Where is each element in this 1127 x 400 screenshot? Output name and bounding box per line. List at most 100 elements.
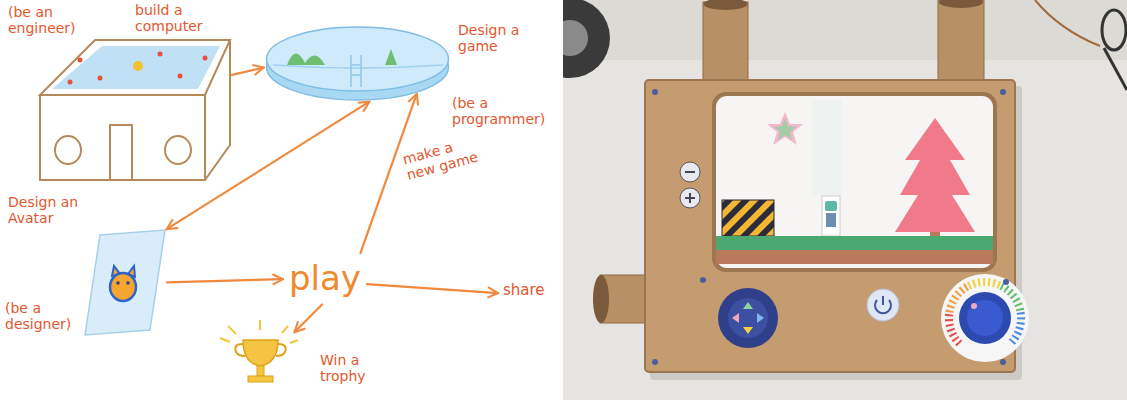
screen-sun [133, 61, 143, 71]
flow-arrow [167, 279, 283, 282]
hazard-block [722, 200, 774, 236]
cup-base [248, 376, 273, 382]
role-note: (be an engineer) [8, 4, 86, 36]
wall-shade [563, 0, 1127, 60]
role-note: (be a programmer) [452, 95, 558, 127]
grass [716, 236, 993, 250]
shine-ray [220, 338, 230, 342]
screen-dot [68, 80, 73, 85]
play-word: play [289, 259, 361, 298]
computer-sketch: (be an engineer)build a computer [40, 40, 230, 180]
star-inner [774, 118, 796, 140]
dial-knob-top [967, 300, 1003, 336]
dpad-inner [728, 298, 768, 338]
shine-ray [259, 320, 261, 330]
ladder [351, 74, 361, 76]
screen-dot [203, 56, 208, 61]
dpad-left [732, 313, 739, 323]
dial-knob [959, 292, 1011, 344]
computer-top [40, 40, 230, 95]
photo-ground [563, 0, 1127, 400]
robot-head [825, 201, 837, 211]
screen-dot [178, 74, 183, 79]
minus-button [680, 162, 700, 182]
ladder [351, 64, 361, 66]
step-title: Win a trophy [320, 352, 386, 384]
dial-ticks [969, 282, 1002, 286]
trophy: Win a trophy [228, 328, 293, 390]
flow-arrow [232, 68, 264, 75]
cup-stem [257, 366, 264, 376]
dpad [718, 288, 778, 348]
computer-sketch-art [40, 40, 230, 180]
ladder [350, 55, 352, 87]
dial-ticks [1011, 312, 1022, 343]
game-disc: Design a game(be a programmer) [265, 25, 450, 101]
star [767, 112, 803, 145]
computer-screen [52, 46, 220, 89]
role-note: (be a designer) [5, 300, 79, 332]
power-icon [882, 296, 884, 305]
cup-handle [276, 344, 286, 356]
plus-icon [689, 193, 691, 203]
screw [652, 359, 658, 365]
shine-ray [290, 340, 298, 343]
game-disc-art [265, 25, 450, 101]
computer-front [40, 95, 205, 180]
edge-label: make a new game [398, 130, 488, 185]
screw [1000, 359, 1006, 365]
disc-top [267, 27, 449, 91]
avatar-body [110, 273, 136, 301]
tape-core [563, 20, 588, 56]
pink-tree [895, 118, 975, 232]
dial-ticks [949, 312, 960, 343]
disc-hills [287, 53, 325, 65]
computer-tube [55, 136, 81, 164]
photo [563, 0, 1127, 400]
scissors-blade [1104, 48, 1127, 90]
cup [243, 340, 278, 366]
step-title: Design a game [458, 22, 530, 54]
power-button [867, 289, 899, 321]
tube-side-end [593, 275, 609, 323]
shine-ray [282, 326, 288, 333]
flow-arrow [294, 304, 322, 332]
minus-icon [685, 171, 695, 173]
computer-tube [165, 136, 191, 164]
avatar-eye [116, 281, 120, 285]
light-beam [812, 100, 842, 195]
avatar-sheet: Design an Avatar(be a designer) [85, 230, 165, 335]
wire [1035, 0, 1100, 46]
trophy-art [228, 328, 293, 390]
flow-arrow [167, 102, 370, 229]
dial [941, 274, 1029, 362]
play-step: play [285, 255, 365, 303]
screw [652, 89, 658, 95]
screen-dot [158, 52, 163, 57]
screen [716, 96, 993, 268]
paper-sheet [85, 230, 165, 335]
dpad-right [757, 313, 764, 323]
tube-left-end [704, 0, 748, 10]
ladder [360, 55, 362, 87]
computer-side [205, 40, 230, 180]
disc-tree [385, 49, 397, 65]
dpad-down [743, 327, 753, 334]
flow-arrow [367, 284, 498, 293]
shine-ray [228, 326, 236, 334]
dpad-up [743, 302, 753, 309]
avatar-sheet-art [85, 230, 165, 335]
tape-roll [563, 0, 610, 78]
share-step: share [500, 279, 548, 303]
screw [1003, 279, 1009, 285]
cup-handle [235, 344, 245, 356]
step-title: Design an Avatar [8, 194, 86, 226]
avatar-card [822, 196, 840, 236]
screen-dot [78, 58, 83, 63]
disc-horizon [273, 65, 443, 68]
dirt [716, 250, 993, 264]
computer-door [110, 125, 132, 180]
plus-button [680, 188, 700, 208]
